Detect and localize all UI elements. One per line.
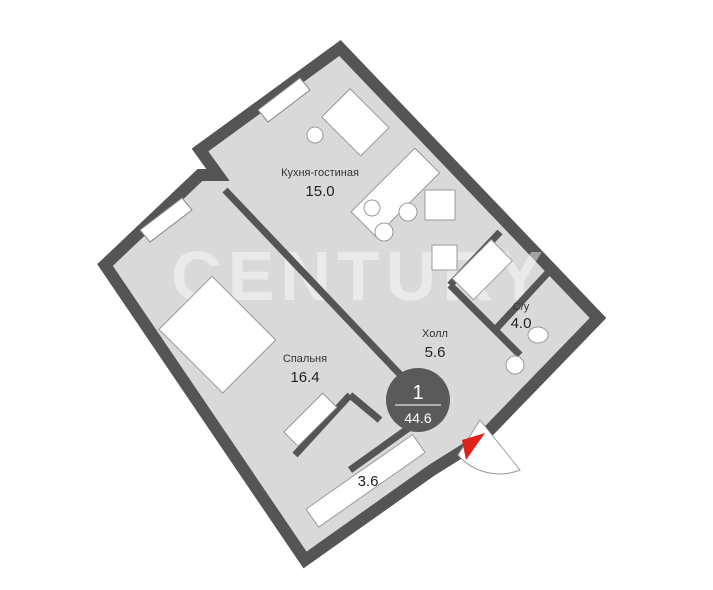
furniture [158, 88, 549, 528]
room-name-bedroom: Спальня [283, 353, 327, 365]
room-name-bathroom: С/у [513, 301, 530, 313]
room-name-kitchen-living: Кухня-гостиная [281, 167, 359, 179]
room-area-bedroom: 16.4 [290, 369, 319, 386]
room-name-hall: Холл [422, 328, 448, 340]
room-area-hall: 5.6 [425, 344, 446, 361]
total-area: 44.6 [404, 410, 431, 426]
rooms-count: 1 [412, 382, 423, 404]
summary-badge: 1 44.6 [386, 368, 450, 432]
room-area-closet: 3.6 [358, 473, 379, 490]
entrance-door[interactable] [457, 419, 521, 475]
room-area-bathroom: 4.0 [511, 315, 532, 332]
room-area-kitchen-living: 15.0 [305, 183, 334, 200]
windows [139, 77, 311, 243]
entrance-marker-icon [462, 433, 485, 460]
